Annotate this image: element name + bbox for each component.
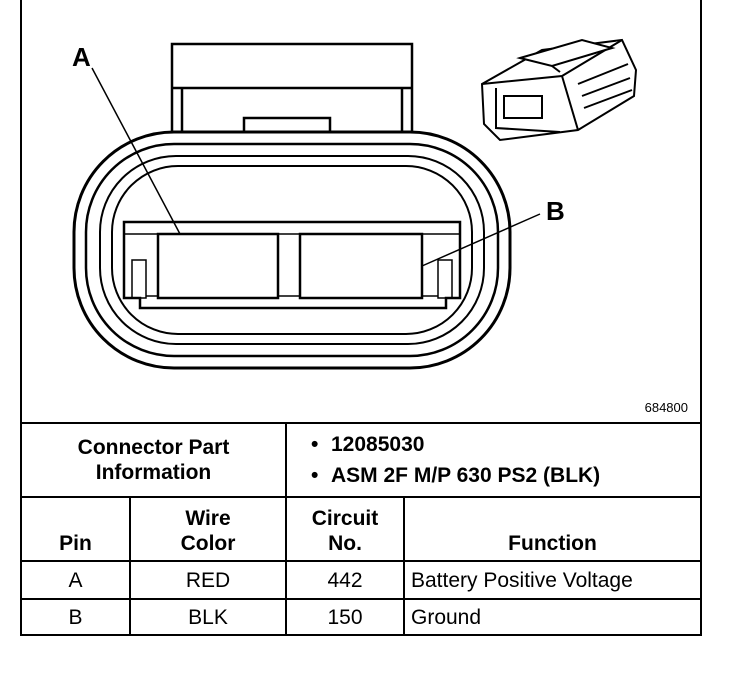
row-a-pin: A — [22, 560, 131, 600]
header-function: Function — [403, 496, 700, 562]
part-info-label: Connector Part Information — [22, 422, 287, 498]
latch-tab — [170, 42, 414, 142]
header-wire-color: Wire Color — [129, 496, 287, 562]
part-info-row: Connector Part Information 12085030 ASM … — [22, 422, 700, 498]
header-circuit-line2: No. — [328, 532, 362, 555]
row-a-circuit: 442 — [285, 560, 405, 600]
header-circuit: Circuit No. — [285, 496, 405, 562]
row-b-circuit: 150 — [285, 598, 405, 635]
connector-face-drawing: A B — [72, 38, 638, 370]
header-wire-color-line1: Wire — [185, 507, 231, 530]
terminal-a — [156, 232, 280, 300]
table-row: A RED 442 Battery Positive Voltage — [22, 560, 700, 600]
callout-a-label: A — [72, 42, 91, 72]
connector-isometric-thumbnail — [480, 38, 638, 142]
header-circuit-line1: Circuit — [311, 507, 379, 530]
part-info-list: 12085030 ASM 2F M/P 630 PS2 (BLK) — [293, 432, 694, 488]
part-info-label-line2: Information — [95, 461, 212, 484]
part-info-item: ASM 2F M/P 630 PS2 (BLK) — [311, 463, 694, 488]
row-b-wire-color: BLK — [129, 598, 287, 635]
row-a-function: Battery Positive Voltage — [403, 560, 700, 600]
callout-b-label: B — [546, 196, 565, 226]
part-info-values: 12085030 ASM 2F M/P 630 PS2 (BLK) — [285, 422, 700, 498]
table-row: B BLK 150 Ground — [22, 598, 700, 635]
callout-a-leader — [91, 67, 181, 235]
header-wire-color-line2: Color — [180, 532, 236, 555]
part-info-item: 12085030 — [311, 432, 694, 457]
connector-info-table: Connector Part Information 12085030 ASM … — [22, 422, 700, 635]
connector-figure: A B 684800 — [22, 0, 700, 422]
part-info-label-line1: Connector Part — [77, 436, 230, 459]
pin-table-header-row: Pin Wire Color Circuit No. Function — [22, 496, 700, 562]
terminal-b — [298, 232, 424, 300]
header-pin: Pin — [22, 496, 131, 562]
row-b-function: Ground — [403, 598, 700, 635]
figure-number: 684800 — [644, 400, 688, 415]
row-b-pin: B — [22, 598, 131, 635]
row-a-wire-color: RED — [129, 560, 287, 600]
callout-b-leader — [421, 213, 541, 267]
connector-diagram-frame: A B 684800 — [20, 0, 702, 636]
